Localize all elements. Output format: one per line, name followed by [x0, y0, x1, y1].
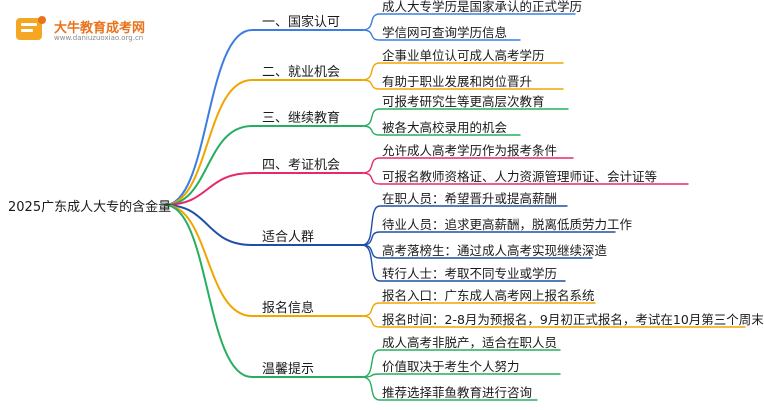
- leaf-connector: [361, 108, 569, 127]
- leaf-label: 高考落榜生：通过成人高考实现继续深造: [382, 243, 608, 258]
- leaf-label: 报名入口：广东成人高考网上报名系统: [382, 288, 595, 303]
- branch-label: 一、国家认可: [262, 15, 341, 30]
- logo-url: www.daniuzuoxiao.org.cn: [54, 34, 144, 42]
- leaf-connector: [361, 302, 596, 317]
- branch-connector: [164, 204, 363, 246]
- branch-connector: [164, 79, 363, 206]
- branch-connector: [164, 204, 363, 317]
- leaf-label: 成人高考非脱产，适合在职人员: [382, 335, 558, 350]
- leaf-label: 报名时间：2-8月为预报名，9月初正式报名，考试在10月第三个周末: [382, 312, 764, 327]
- branch-label: 四、考证机会: [262, 158, 341, 173]
- leaf-connector: [361, 349, 561, 378]
- leaf-connector: [361, 157, 574, 174]
- branch-label: 二、就业机会: [262, 65, 341, 80]
- leaf-connector: [361, 315, 746, 328]
- leaf-connector: [361, 29, 521, 41]
- branch-label: 温馨提示: [262, 362, 315, 377]
- leaf-label: 可报名教师资格证、人力资源管理师证、会计证等: [382, 169, 658, 184]
- leaf-connector: [361, 125, 521, 136]
- leaf-connector: [361, 231, 616, 246]
- branch-connector: [164, 172, 363, 206]
- book-logo-icon: [16, 16, 46, 40]
- leaf-label: 成人大专学历是国家承认的正式学历: [382, 0, 583, 14]
- branch-connector: [164, 29, 363, 206]
- leaf-label: 待业人员：追求更高薪酬，脱离低质劳力工作: [382, 217, 633, 232]
- branch-connector: [164, 125, 363, 206]
- leaf-label: 有助于职业发展和岗位晋升: [382, 74, 533, 89]
- branch-label: 三、继续教育: [262, 111, 341, 126]
- leaf-label: 在职人员：希望晋升或提高薪酬: [382, 191, 558, 206]
- leaf-label: 推荐选择菲鱼教育进行咨询: [382, 385, 533, 400]
- logo-title: 大牛教育成考网: [54, 21, 146, 36]
- leaf-label: 价值取决于考生个人努力: [382, 359, 520, 374]
- leaf-label: 允许成人高考学历作为报考条件: [382, 143, 558, 158]
- leaf-connector: [361, 172, 689, 185]
- branch-connector: [164, 204, 363, 378]
- leaf-connector: [361, 62, 564, 81]
- leaf-connector: [361, 205, 568, 246]
- branch-label: 适合人群: [262, 230, 315, 245]
- leaf-label: 被各大高校录用的机会: [382, 120, 508, 135]
- leaf-label: 转行人士：考取不同专业或学历: [382, 266, 558, 281]
- leaf-label: 学信网可查询学历信息: [382, 25, 508, 40]
- leaf-label: 企事业单位认可成人高考学历: [382, 48, 545, 63]
- leaf-connector: [361, 373, 561, 378]
- leaf-connector: [361, 244, 566, 282]
- root-topic: 2025广东成人大专的含金量: [8, 200, 172, 215]
- branch-label: 报名信息: [262, 301, 315, 316]
- leaf-connector: [361, 79, 564, 90]
- leaf-label: 可报考研究生等更高层次教育: [382, 94, 545, 109]
- leaf-connector: [361, 376, 538, 401]
- logo: 大牛教育成考网 www.daniuzuoxiao.org.cn: [14, 14, 154, 48]
- leaf-connector: [361, 13, 576, 31]
